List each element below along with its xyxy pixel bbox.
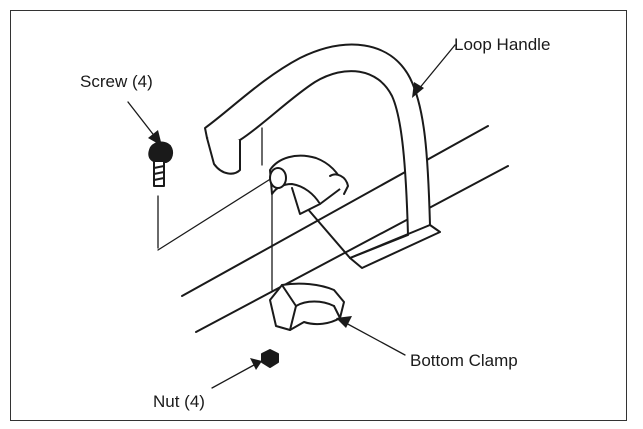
shaft	[181, 125, 509, 333]
bottom-clamp-label: Bottom Clamp	[410, 351, 518, 370]
nut	[261, 349, 279, 368]
screw-label: Screw (4)	[80, 72, 153, 91]
arrowheads	[148, 82, 424, 370]
loop-handle-label: Loop Handle	[454, 35, 551, 54]
leader-lines	[127, 44, 456, 389]
top-clamp	[269, 154, 349, 215]
screw	[148, 141, 174, 187]
loop-handle	[204, 43, 441, 269]
bottom-clamp	[269, 282, 345, 331]
nut-label: Nut (4)	[153, 392, 205, 411]
